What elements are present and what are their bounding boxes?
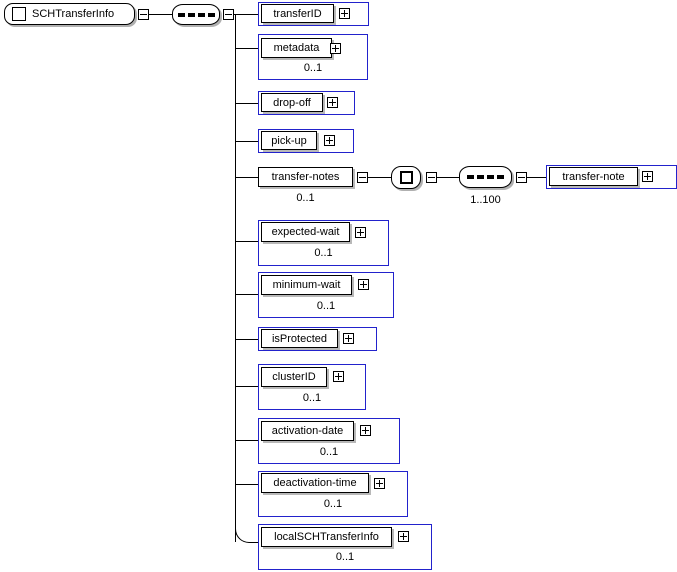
element-label-box-drop-off[interactable]: drop-off — [261, 93, 323, 112]
root-element-label: SCHTransferInfo — [32, 8, 115, 20]
expand-activation-date[interactable] — [360, 425, 371, 436]
element-label-box-pick-up[interactable]: pick-up — [261, 131, 317, 150]
sequence-icon — [177, 12, 215, 17]
collapse-transfer-notes[interactable] — [357, 172, 368, 183]
occurs-localSCHTransferInfo: 0..1 — [335, 551, 355, 563]
expand-transferID[interactable] — [339, 8, 350, 19]
connector-all-to-sequence — [437, 177, 459, 178]
expand-isProtected[interactable] — [343, 333, 354, 344]
element-label-box-clusterID[interactable]: clusterID — [261, 367, 327, 387]
element-label-expected-wait: expected-wait — [271, 226, 340, 238]
element-label-box-localSCHTransferInfo[interactable]: localSCHTransferInfo — [261, 527, 392, 547]
element-label-box-activation-date[interactable]: activation-date — [261, 421, 354, 441]
element-label-metadata: metadata — [273, 42, 320, 54]
sequence-compositor-transfer-notes[interactable] — [459, 166, 512, 188]
branch-line-transferID — [235, 14, 259, 15]
expand-drop-off[interactable] — [327, 97, 338, 108]
branch-line-deactivation-time — [235, 484, 259, 485]
expand-clusterID[interactable] — [333, 371, 344, 382]
element-label-box-isProtected[interactable]: isProtected — [261, 329, 338, 348]
element-label-clusterID: clusterID — [272, 371, 316, 383]
element-icon — [12, 7, 26, 21]
element-label-box-metadata[interactable]: metadata — [261, 38, 332, 58]
branch-line-transfer-notes — [235, 177, 259, 178]
occurs-deactivation-time: 0..1 — [323, 498, 343, 510]
sequence-icon — [467, 175, 504, 179]
branch-line-clusterID — [235, 386, 259, 387]
collapse-inner-sequence[interactable] — [516, 172, 527, 183]
element-label-box-expected-wait[interactable]: expected-wait — [261, 222, 350, 242]
all-icon — [399, 171, 413, 184]
element-label-deactivation-time: deactivation-time — [273, 477, 357, 489]
expand-localSCHTransferInfo[interactable] — [398, 531, 409, 542]
element-label-box-transferID[interactable]: transferID — [261, 4, 334, 23]
element-label-box-deactivation-time[interactable]: deactivation-time — [261, 473, 369, 493]
branch-line-activation-date — [235, 440, 259, 441]
element-label-minimum-wait: minimum-wait — [272, 279, 341, 291]
branch-line-drop-off — [235, 103, 259, 104]
element-label-drop-off: drop-off — [273, 96, 311, 109]
expand-transfer-note[interactable] — [642, 171, 653, 182]
tree-trunk-line — [235, 14, 236, 542]
element-label-activation-date: activation-date — [271, 425, 344, 437]
branch-line-pick-up — [235, 141, 259, 142]
occurs-activation-date: 0..1 — [319, 446, 339, 458]
expand-metadata[interactable] — [330, 43, 341, 54]
element-label-isProtected: isProtected — [271, 332, 328, 345]
element-label-box-minimum-wait[interactable]: minimum-wait — [261, 275, 352, 295]
element-label-transfer-note: transfer-note — [562, 170, 625, 183]
expand-pick-up[interactable] — [324, 135, 335, 146]
element-label-box-transfer-notes[interactable]: transfer-notes — [258, 167, 353, 187]
connector-root-to-sequence — [149, 14, 172, 15]
collapse-all-compositor[interactable] — [426, 172, 437, 183]
sequence-collapse-expander[interactable] — [223, 9, 234, 20]
occurs-expected-wait: 0..1 — [314, 247, 333, 259]
occurs-minimum-wait: 0..1 — [316, 300, 336, 312]
expand-expected-wait[interactable] — [355, 227, 366, 238]
branch-line-metadata — [235, 48, 259, 49]
branch-line-minimum-wait — [235, 294, 259, 295]
element-label-transfer-notes: transfer-notes — [271, 171, 340, 183]
occurs-transfer-notes-sequence: 1..100 — [470, 194, 501, 206]
branch-line-isProtected — [235, 339, 259, 340]
branch-line-localSCHTransferInfo — [250, 542, 259, 543]
occurs-metadata: 0..1 — [303, 62, 323, 74]
occurs-transfer-notes: 0..1 — [296, 192, 315, 204]
all-compositor-transfer-notes[interactable] — [391, 166, 421, 189]
element-label-box-transfer-note[interactable]: transfer-note — [549, 167, 638, 186]
connector-transfer-notes-to-all — [368, 177, 391, 178]
tree-elbow-last-child — [235, 527, 251, 543]
sequence-compositor-root[interactable] — [172, 4, 220, 25]
root-collapse-expander[interactable] — [138, 9, 149, 20]
expand-deactivation-time[interactable] — [374, 478, 385, 489]
branch-line-expected-wait — [235, 241, 259, 242]
occurs-clusterID: 0..1 — [302, 392, 322, 404]
expand-minimum-wait[interactable] — [358, 279, 369, 290]
element-label-transferID: transferID — [273, 7, 322, 20]
element-label-localSCHTransferInfo: localSCHTransferInfo — [274, 531, 379, 543]
root-element-SCHTransferInfo[interactable]: SCHTransferInfo — [4, 3, 135, 25]
element-label-pick-up: pick-up — [271, 134, 307, 147]
connector-sequence-to-transfer-note — [527, 177, 547, 178]
